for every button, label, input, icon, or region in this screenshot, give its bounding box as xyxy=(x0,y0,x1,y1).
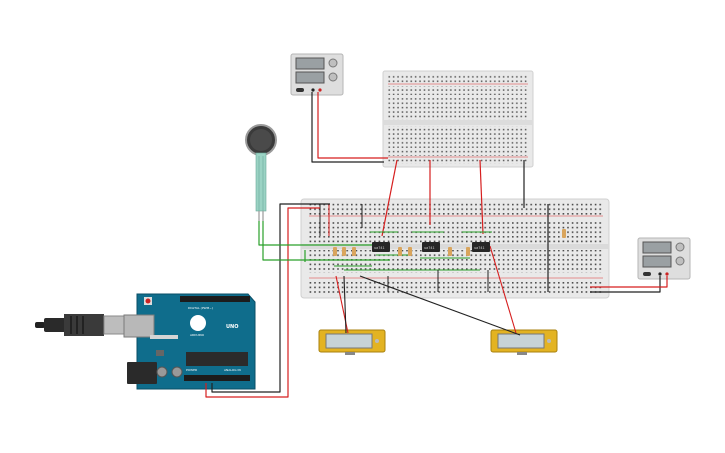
breadboard-top[interactable] xyxy=(382,70,534,168)
arduino-uno[interactable]: ∞ ARDUINO UNO DIGITAL (PWM~) POWER ANALO… xyxy=(123,293,256,390)
arduino-model: UNO xyxy=(226,324,239,330)
resistors xyxy=(333,229,566,256)
arduino-logo-icon: ∞ xyxy=(192,322,196,328)
opamp-chip-3[interactable]: ua741 xyxy=(472,242,490,252)
arduino-analog-label: ANALOG IN xyxy=(224,368,241,372)
arduino-digital-label: DIGITAL (PWM~) xyxy=(188,306,213,310)
chip-2-label: ua741 xyxy=(424,246,435,250)
power-supply-top[interactable] xyxy=(290,53,344,96)
chip-1-label: ua741 xyxy=(374,246,385,250)
opamp-chip-1[interactable]: ua741 xyxy=(372,242,390,252)
arduino-power-label: POWER xyxy=(186,368,197,372)
lcd-meter-right[interactable] xyxy=(490,329,558,355)
breadboard-main[interactable] xyxy=(300,198,610,299)
force-sensor[interactable] xyxy=(245,124,277,221)
wires xyxy=(205,92,668,398)
usb-cable[interactable] xyxy=(35,314,125,336)
arduino-brand: ARDUINO xyxy=(190,333,205,337)
chip-3-label: ua741 xyxy=(474,246,485,250)
opamp-chip-2[interactable]: ua741 xyxy=(422,242,440,252)
lcd-meter-left[interactable] xyxy=(318,329,386,355)
power-supply-right[interactable] xyxy=(637,237,691,280)
